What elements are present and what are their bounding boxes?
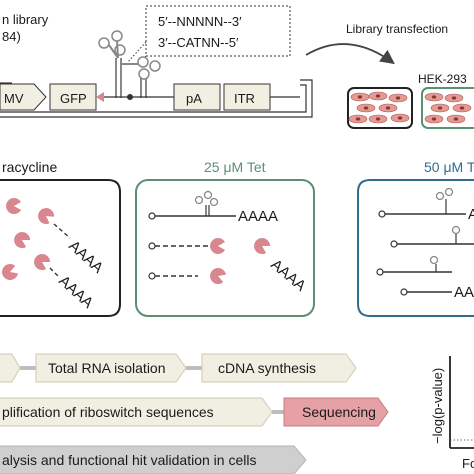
step-rna-isolation: Total RNA isolation [48,360,166,376]
sequence-top: 5′--NNNNN--3′ [158,14,242,29]
callout-line-1 [127,41,147,63]
panel-25um-tet: AAAA AAAA [135,179,315,317]
panel-50um-tet: AAAA AAAA [357,179,474,317]
panel-no-tet: AAAA AAAA [0,179,121,317]
plot-xlabel: Fo [462,456,474,471]
transfection-label: Library transfection [346,22,448,36]
panel3-polya-1: AAAA [468,206,474,223]
panel3-label: 50 μM Te [424,159,474,175]
panel2-polya-1: AAAA [238,208,278,225]
itr-box [223,83,271,111]
step-hit-validation: alysis and functional hit validation in … [2,452,256,468]
step-amplification: plification of riboswitch sequences [2,404,214,420]
plasmid-construct [0,79,313,118]
workflow-step-2 [201,353,357,383]
library-title-line2: 84) [2,29,21,44]
cell-dish-treated [421,87,474,129]
pa-label: pA [186,91,202,106]
workflow-step-1 [0,353,202,383]
gfp-label: GFP [60,91,87,106]
workflow-step-3 [0,397,284,427]
sequence-box [145,5,291,57]
step-sequencing: Sequencing [302,404,376,420]
itr-label: ITR [234,91,255,106]
panel2-label: 25 μM Tet [204,159,266,175]
volcano-plot [449,356,474,449]
workflow-step-4 [283,397,389,427]
panel3-polya-2: AAAA [454,284,474,301]
transfection-arrow [305,43,395,65]
cmv-label: MV [4,91,24,106]
plot-ylabel: −log(p-value) [430,368,445,444]
sequence-bottom: 3′--CATNN--5′ [158,35,239,50]
panel1-label: racycline [2,159,57,175]
cmv-promoter [0,83,47,111]
step-cdna-synthesis: cDNA synthesis [218,360,316,376]
library-title-line1: n library [2,12,49,27]
cell-line-label: HEK-293 [418,72,467,86]
gfp-box [49,83,97,111]
cell-dish-control [347,87,413,129]
pa-box [173,83,221,111]
workflow-step-5 [0,445,307,474]
riboswitch-icon [98,30,161,98]
